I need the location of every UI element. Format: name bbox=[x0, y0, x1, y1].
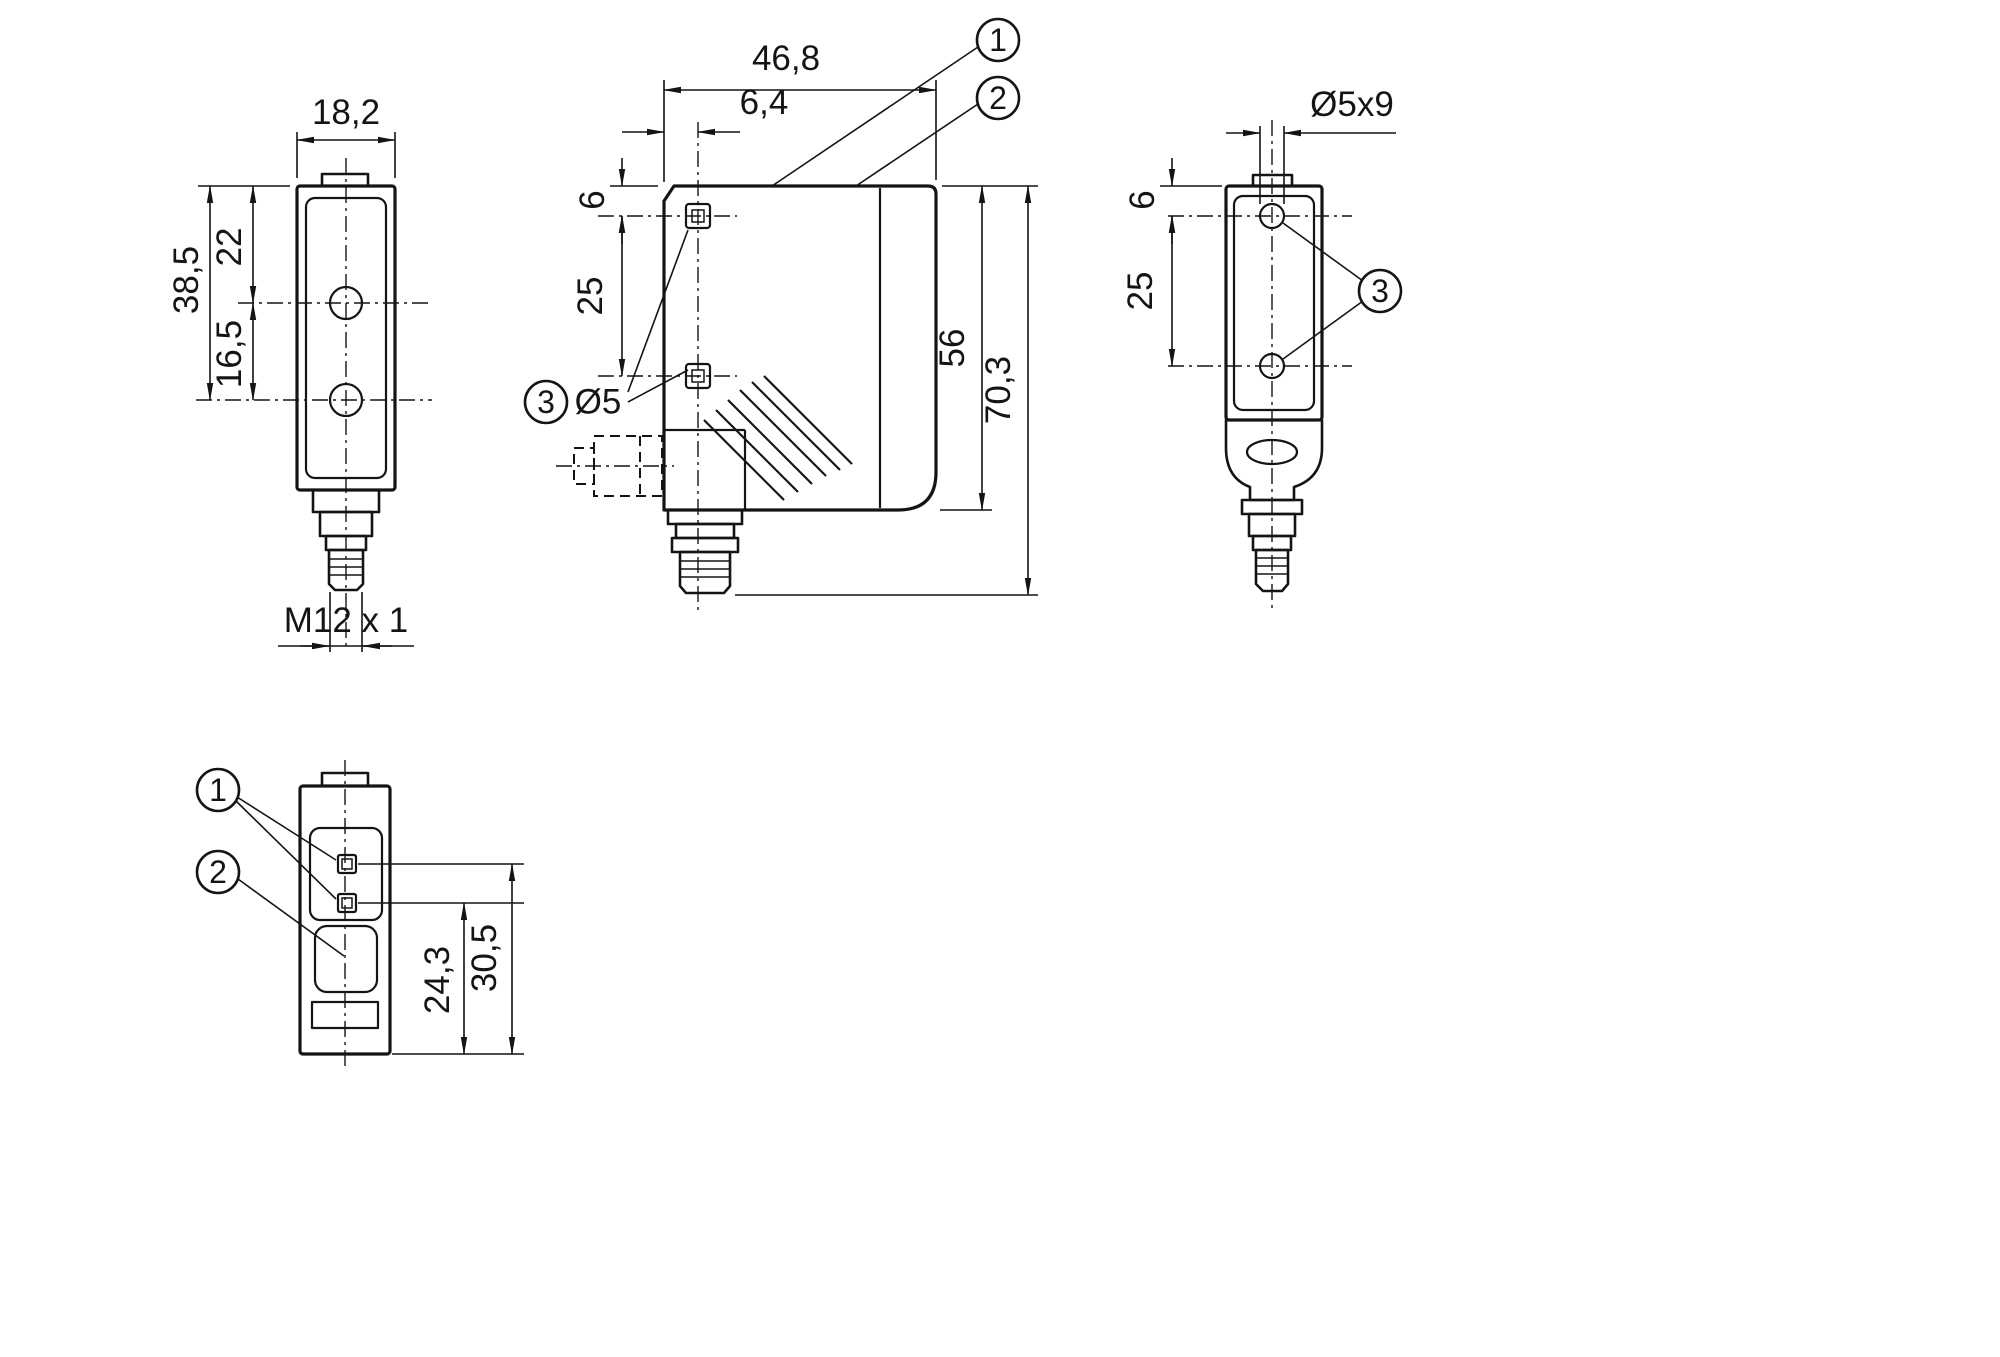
back-slot-hole-top bbox=[1258, 202, 1286, 230]
side-callout-3-label: 3 bbox=[537, 384, 555, 420]
side-hole-pitch-label: 25 bbox=[571, 277, 610, 316]
bottom-outer-dim-label: 30,5 bbox=[465, 924, 504, 992]
side-callout-1: 1 bbox=[771, 17, 1021, 187]
back-slot-hole-bottom bbox=[1258, 352, 1286, 380]
back-hole-top-label: 6 bbox=[1123, 190, 1162, 209]
front-hole-top-label: 22 bbox=[210, 228, 249, 267]
front-hole-bottom-label: 16,5 bbox=[210, 320, 249, 388]
side-dim-depth: 46,8 bbox=[663, 39, 937, 182]
front-width-label: 18,2 bbox=[312, 93, 380, 132]
back-dim-slot: Ø5x9 bbox=[1226, 85, 1396, 204]
side-housing-height-label: 56 bbox=[933, 329, 972, 368]
side-depth-label: 46,8 bbox=[752, 39, 820, 78]
back-cable-gland bbox=[1224, 418, 1324, 593]
side-hole-dia-label: Ø5 bbox=[575, 383, 622, 422]
bottom-body bbox=[298, 771, 392, 1056]
callout-1-marker bbox=[975, 17, 1021, 63]
side-dim-hole-pitch: 25 bbox=[571, 215, 626, 377]
callout-1-marker-bottom bbox=[195, 767, 241, 813]
bottom-inner-dim-label: 24,3 bbox=[418, 946, 457, 1014]
side-hole-top-label: 6 bbox=[573, 190, 612, 209]
front-dim-width: 18,2 bbox=[296, 93, 396, 178]
side-total-height-label: 70,3 bbox=[979, 356, 1018, 424]
side-dim-hole-top: 6 bbox=[573, 158, 658, 244]
side-callout-1-label: 1 bbox=[989, 22, 1007, 58]
callout-3-marker bbox=[523, 379, 569, 425]
back-dim-hole-pitch: 25 bbox=[1121, 215, 1176, 367]
side-lens-offset-label: 6,4 bbox=[740, 83, 789, 122]
front-dim-thread: M12 x 1 bbox=[278, 592, 414, 652]
side-mounting-nut-bottom bbox=[684, 362, 712, 390]
side-view: 46,8 6,4 6 25 56 70,3 bbox=[523, 17, 1038, 614]
front-dim-heights: 38,5 22 16,5 bbox=[167, 185, 290, 401]
side-dim-total-height: 70,3 bbox=[735, 185, 1038, 596]
back-view: Ø5x9 6 25 3 bbox=[1121, 85, 1403, 612]
back-slot-label: Ø5x9 bbox=[1310, 85, 1394, 124]
bottom-callout-1-label: 1 bbox=[209, 772, 227, 808]
front-total-height-label: 38,5 bbox=[167, 246, 206, 314]
side-connector bbox=[666, 508, 744, 595]
bottom-callout-1: 1 bbox=[195, 767, 337, 900]
side-lens-hatching bbox=[703, 375, 853, 501]
callout-2-marker bbox=[975, 75, 1021, 121]
side-alt-connector-dashed bbox=[573, 435, 663, 497]
bottom-dims: 24,3 30,5 bbox=[358, 863, 524, 1055]
back-body bbox=[1224, 173, 1324, 422]
bottom-led-bottom bbox=[336, 892, 358, 914]
front-connector bbox=[311, 488, 381, 592]
side-mounting-nut-top bbox=[684, 202, 712, 230]
bottom-label-plate bbox=[310, 1000, 380, 1030]
side-callout-3-hole-dia: 3 Ø5 bbox=[523, 229, 689, 425]
bottom-callout-2: 2 bbox=[195, 849, 345, 957]
side-dim-lens-offset: 6,4 bbox=[622, 83, 789, 136]
front-view: 18,2 38,5 22 16,5 M12 x 1 bbox=[167, 93, 432, 652]
side-dim-housing-height: 56 bbox=[933, 185, 1038, 511]
front-mounting-hole-top bbox=[328, 285, 364, 321]
front-thread-label: M12 x 1 bbox=[284, 601, 409, 640]
side-callout-2-label: 2 bbox=[989, 80, 1007, 116]
bottom-view: 1 2 24,3 30,5 bbox=[195, 760, 524, 1068]
bottom-led-top bbox=[336, 853, 358, 875]
bottom-callout-2-label: 2 bbox=[209, 854, 227, 890]
bottom-lens-window bbox=[313, 924, 379, 994]
callout-2-marker-bottom bbox=[195, 849, 241, 895]
callout-3-marker-back bbox=[1357, 268, 1403, 314]
side-body bbox=[662, 184, 938, 512]
back-hole-pitch-label: 25 bbox=[1121, 272, 1160, 311]
front-mounting-hole-bottom bbox=[328, 382, 364, 418]
front-centerlines bbox=[196, 158, 432, 650]
side-callout-2: 2 bbox=[855, 75, 1021, 187]
back-callout-3: 3 bbox=[1282, 222, 1403, 360]
back-callout-3-label: 3 bbox=[1371, 273, 1389, 309]
